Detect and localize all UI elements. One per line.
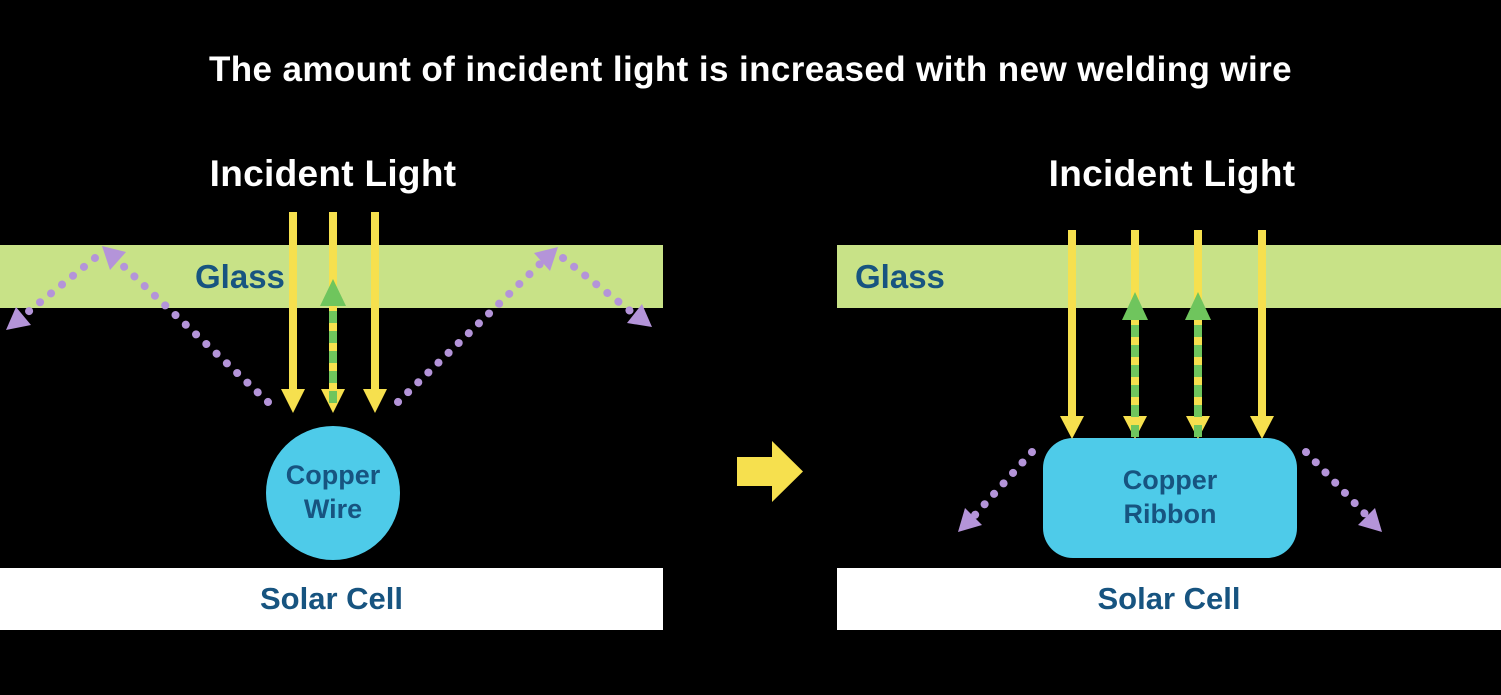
incident-light-label-left: Incident Light — [209, 153, 457, 194]
diagram-title: The amount of incident light is increase… — [208, 50, 1293, 89]
copper-ribbon-label: Copper Ribbon — [1122, 465, 1218, 529]
copper-ribbon-shape: Copper Ribbon — [1043, 438, 1297, 558]
solar-cell-bar-left: Solar Cell — [0, 568, 663, 630]
glass-label-right: Glass — [855, 257, 945, 295]
scattered-light-arrow — [1302, 448, 1382, 532]
glass-bar-left — [0, 245, 663, 308]
copper-wire-shape: Copper Wire — [266, 426, 400, 560]
incident-light-arrow — [363, 212, 387, 413]
incident-light-arrow — [281, 212, 305, 413]
transition-arrow — [737, 441, 803, 502]
reflected-light-arrow — [1122, 292, 1148, 437]
copper-wire-label: Copper Wire — [285, 460, 381, 524]
reflected-light-arrow — [1185, 292, 1211, 437]
scattered-light-arrow — [958, 448, 1036, 532]
solar-cell-bar-right: Solar Cell — [837, 568, 1501, 630]
incident-light-label-right: Incident Light — [1048, 153, 1296, 194]
incident-light-arrow — [321, 212, 345, 413]
solar-cell-label-right: Solar Cell — [1097, 581, 1241, 616]
glass-bar-right — [837, 245, 1501, 308]
solar-cell-label-left: Solar Cell — [260, 581, 403, 616]
glass-label-left: Glass — [195, 257, 285, 295]
